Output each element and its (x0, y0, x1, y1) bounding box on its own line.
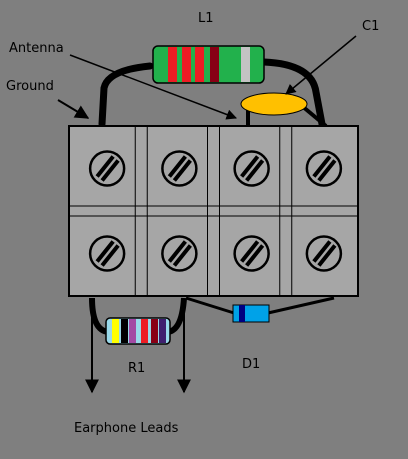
inductor-bands (168, 47, 250, 82)
screw-terminal (233, 235, 270, 272)
pointer-arrows (57, 35, 357, 120)
resistor-bands (112, 319, 166, 343)
c1-pointer-arrow (285, 35, 357, 95)
resistor-band (129, 319, 136, 343)
screw-terminal (161, 235, 198, 272)
wire-d1-left (185, 296, 235, 315)
resistor-band (151, 319, 158, 343)
inductor-body (152, 45, 265, 84)
screw-terminal (305, 235, 343, 272)
resistor-band (112, 319, 119, 343)
screw-terminals (88, 150, 343, 272)
wire-l1-right (260, 58, 326, 128)
terminal-block (68, 125, 359, 297)
label-l1: L1 (198, 11, 214, 26)
wire-l1-left (98, 62, 154, 128)
label-antenna: Antenna (9, 41, 64, 56)
wire-c1-right (300, 104, 328, 128)
screw-terminal (161, 150, 198, 187)
label-ground: Ground (6, 79, 54, 94)
wire-d1-right (267, 296, 335, 315)
inductor-band (168, 47, 177, 82)
resistor-r1 (105, 317, 171, 345)
label-c1: C1 (362, 19, 379, 34)
diode-body (232, 304, 270, 323)
inductor-l1 (152, 45, 265, 84)
bottom-wires (85, 296, 335, 394)
inductor-band (195, 47, 204, 82)
screw-terminal (88, 235, 126, 272)
label-d1: D1 (242, 357, 260, 372)
label-earphone-leads: Earphone Leads (74, 421, 179, 436)
inductor-band (241, 47, 250, 82)
resistor-band (159, 319, 166, 343)
diode-d1 (232, 304, 270, 323)
resistor-band (141, 319, 148, 343)
screw-terminal (305, 150, 343, 187)
inductor-band (182, 47, 191, 82)
block-dividers (69, 126, 358, 296)
resistor-band (121, 319, 128, 343)
antenna-pointer-arrow (69, 54, 237, 120)
screw-terminal (233, 150, 270, 187)
inductor-band (210, 47, 219, 82)
diode-cathode-band (239, 305, 245, 322)
screw-terminal (88, 150, 126, 187)
capacitor-c1 (240, 92, 308, 116)
ground-pointer-arrow (57, 99, 90, 119)
label-r1: R1 (128, 361, 145, 376)
